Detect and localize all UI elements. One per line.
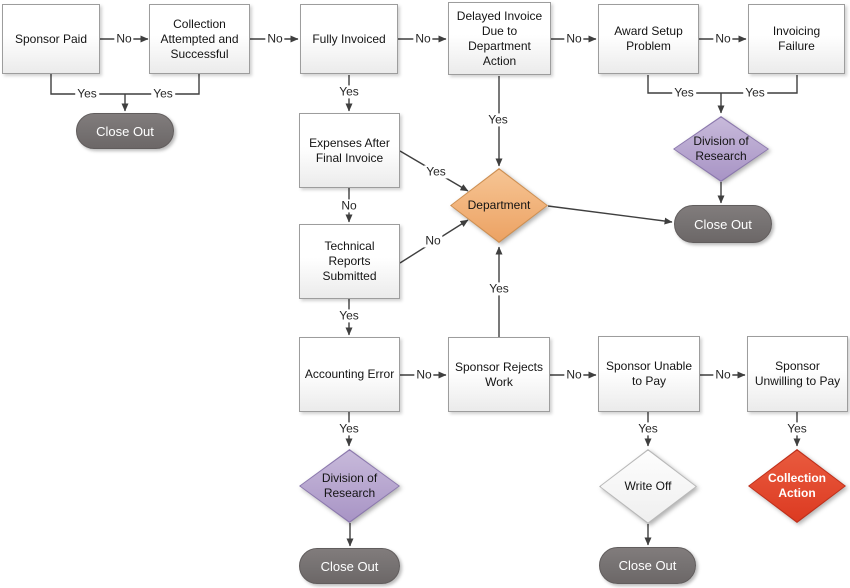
node-label: Sponsor Unable to Pay [605, 359, 693, 388]
edge-label-no: No [423, 233, 443, 248]
node-label: Sponsor Rejects Work [454, 359, 544, 389]
edge-label-yes: Yes [672, 85, 696, 100]
node-label: Technical Reports Submitted [322, 239, 377, 283]
node-expenses-after-final-invoice: Expenses After Final Invoice [299, 113, 400, 188]
node-label: Invoicing Failure [772, 24, 821, 53]
decision-division-of-research-top: Division of Research [673, 116, 769, 182]
terminator-close-out-bottom-middle: Close Out [599, 547, 696, 584]
terminator-close-out-bottom-left: Close Out [299, 548, 400, 584]
node-technical-reports-submitted: Technical Reports Submitted [299, 224, 400, 299]
node-fully-invoiced: Fully Invoiced [300, 4, 398, 74]
decision-department: Department [450, 168, 548, 243]
edge-label-no: No [414, 367, 434, 382]
edge-label-no: No [413, 31, 433, 46]
node-label: Collection Action [767, 471, 826, 500]
edge-label-yes: Yes [337, 308, 361, 323]
node-delayed-invoice: Delayed Invoice Due to Department Action [448, 2, 551, 75]
node-sponsor-paid: Sponsor Paid [2, 4, 100, 74]
edge-line [647, 75, 798, 94]
node-label: Collection Attempted and Successful [160, 16, 239, 61]
node-label: Write Off [624, 479, 672, 493]
edge-label-no: No [114, 31, 134, 46]
terminator-close-out-top-left: Close Out [76, 113, 174, 149]
node-collection-attempted: Collection Attempted and Successful [149, 4, 250, 74]
node-label: Close Out [694, 216, 752, 232]
edge-label-yes: Yes [743, 85, 767, 100]
node-label: Department [467, 198, 531, 212]
node-label: Expenses After Final Invoice [309, 135, 390, 165]
node-sponsor-unable-to-pay: Sponsor Unable to Pay [598, 336, 700, 412]
node-label: Close Out [320, 558, 379, 574]
edge-label-yes: Yes [337, 421, 361, 436]
edge-label-no: No [713, 31, 733, 46]
edge-line [50, 74, 200, 95]
decision-write-off: Write Off [599, 449, 697, 524]
edge-label-yes: Yes [486, 112, 510, 127]
edge-label-yes: Yes [636, 421, 660, 436]
node-label: Fully Invoiced [312, 31, 386, 46]
edge-label-yes: Yes [424, 164, 448, 179]
node-label: Sponsor Unwilling to Pay [754, 359, 841, 388]
edge-label-yes: Yes [75, 86, 99, 101]
node-label: Delayed Invoice Due to Department Action [456, 8, 543, 68]
edge-label-no: No [339, 198, 359, 213]
edge-label-no: No [564, 367, 584, 382]
decision-collection-action: Collection Action [748, 449, 846, 523]
node-label: Accounting Error [304, 367, 395, 381]
node-sponsor-unwilling-to-pay: Sponsor Unwilling to Pay [747, 336, 848, 412]
node-label: Close Out [96, 123, 154, 139]
edge-label-no: No [564, 31, 584, 46]
node-label: Close Out [618, 558, 677, 573]
node-label: Division of Research [693, 134, 749, 163]
edge-line [547, 205, 673, 225]
node-award-setup-problem: Award Setup Problem [598, 4, 699, 74]
edge-label-yes: Yes [785, 421, 809, 436]
node-accounting-error: Accounting Error [299, 337, 400, 412]
node-invoicing-failure: Invoicing Failure [748, 4, 845, 74]
terminator-close-out-right: Close Out [674, 205, 772, 243]
edge-label-yes: Yes [151, 86, 175, 101]
edge-label-yes: Yes [337, 84, 361, 99]
decision-division-of-research-bottom: Division of Research [299, 449, 400, 523]
node-label: Award Setup Problem [614, 24, 683, 53]
node-label: Sponsor Paid [14, 31, 88, 46]
node-sponsor-rejects-work: Sponsor Rejects Work [448, 337, 550, 412]
edge-label-yes: Yes [487, 281, 511, 296]
node-label: Division of Research [321, 471, 378, 500]
edge-label-no: No [265, 31, 285, 46]
edge-label-no: No [713, 367, 733, 382]
